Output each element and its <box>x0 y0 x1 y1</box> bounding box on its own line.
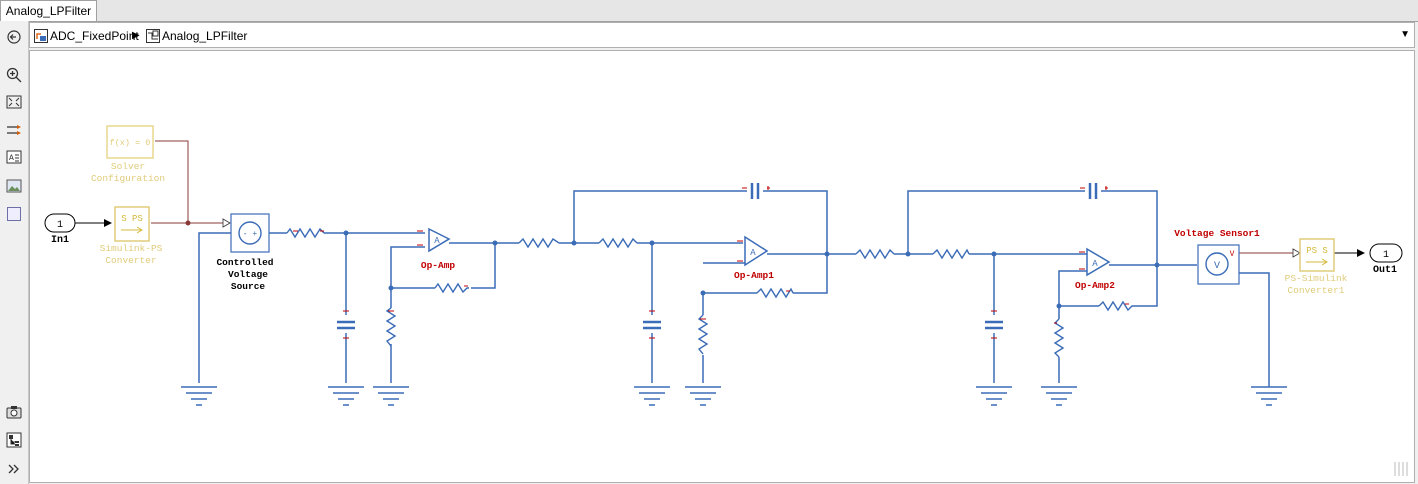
outport-number: 1 <box>1383 250 1389 261</box>
resistor <box>932 248 970 260</box>
voltage-sensor1-block[interactable]: V V Voltage Sensor1 <box>1174 228 1260 285</box>
model-browser-icon[interactable] <box>4 430 24 450</box>
ps-simulink-converter1-block[interactable]: PS S PS-Simulink Converter1 <box>1285 238 1348 296</box>
subsystem-icon <box>146 29 160 43</box>
solver-configuration-block[interactable]: f(x) = 0 Solver Configuration <box>91 125 165 184</box>
op-amp-block[interactable]: A Op-Amp <box>421 227 456 271</box>
ground-icon <box>1251 386 1287 406</box>
sps-block-text: S PS <box>121 214 143 224</box>
resistor <box>286 227 325 239</box>
outport-out1[interactable]: 1 Out1 <box>1369 243 1403 276</box>
tab-analog-lpfilter[interactable]: Analog_LPFilter <box>0 0 97 21</box>
resistor <box>697 314 709 355</box>
capacitor <box>643 320 661 330</box>
inport-in1[interactable]: 1 In1 <box>44 213 76 246</box>
outport-label: Out1 <box>1373 265 1397 276</box>
vsensor-port-label: V <box>1230 250 1235 259</box>
image-icon[interactable] <box>4 176 24 196</box>
breadcrumb-label: ADC_FixedPoint <box>50 29 139 43</box>
back-arrow-icon[interactable] <box>4 27 24 47</box>
resize-grip-icon[interactable] <box>1394 462 1408 476</box>
inport-label: In1 <box>51 235 69 246</box>
capacitors <box>337 183 1098 330</box>
dropdown-arrow-icon[interactable]: ▼ <box>1400 29 1410 40</box>
signal-lines <box>75 219 1365 257</box>
tab-bar: Analog_LPFilter <box>0 0 1418 22</box>
zoom-in-icon[interactable] <box>4 65 24 85</box>
capacitor <box>337 320 355 330</box>
junction-dots <box>343 230 1160 309</box>
ground-icon <box>181 386 217 406</box>
cvs-name-line2: Voltage <box>228 269 268 280</box>
capacitor <box>985 320 1003 330</box>
physical-lines <box>151 140 1293 254</box>
fit-to-view-icon[interactable] <box>4 92 24 112</box>
inport-number: 1 <box>57 220 63 231</box>
resistor <box>1053 318 1065 358</box>
ground-icon <box>373 386 409 406</box>
ground-icon <box>328 386 364 406</box>
resistor <box>518 237 560 249</box>
breadcrumb-item-adc-fixedpoint[interactable]: ADC_FixedPoint <box>34 27 139 45</box>
area-icon[interactable] <box>4 204 24 224</box>
simulink-ps-converter-block[interactable]: S PS Simulink-PS Converter <box>100 206 163 266</box>
expand-icon[interactable] <box>4 459 24 479</box>
annotation-icon[interactable]: A <box>4 147 24 167</box>
sps-name-line1: Simulink-PS <box>100 243 163 254</box>
ground-icon <box>634 386 670 406</box>
voltmeter-glyph: V <box>1214 261 1220 272</box>
op-amp1-block[interactable]: A Op-Amp1 <box>734 235 774 281</box>
solver-block-text: f(x) = 0 <box>110 138 151 148</box>
resistor <box>1098 300 1137 312</box>
solver-name-line2: Configuration <box>91 173 165 184</box>
block-diagram: 1 In1 f(x) = 0 Solver Configuration S PS… <box>44 125 1403 406</box>
opamp2-label: Op-Amp2 <box>1075 280 1115 291</box>
sps-name-line2: Converter <box>105 255 156 266</box>
solver-name-line1: Solver <box>111 161 145 172</box>
resistor <box>855 248 895 260</box>
opamp-label: Op-Amp <box>421 260 456 271</box>
breadcrumb-item-analog-lpfilter[interactable]: Analog_LPFilter <box>146 27 247 45</box>
capacitor <box>750 183 760 199</box>
resistor <box>756 287 794 299</box>
cvs-name-line1: Controlled <box>216 257 273 268</box>
electrical-wires <box>198 190 1270 383</box>
arrow-icon <box>1306 258 1328 266</box>
ground-icon <box>685 386 721 406</box>
opamp-glyph: A <box>434 236 440 246</box>
opamp-glyph: A <box>750 248 756 258</box>
resistors <box>286 227 1137 358</box>
pss-name-line1: PS-Simulink <box>1285 273 1348 284</box>
capacitor <box>1088 183 1098 199</box>
ground-symbols <box>181 386 1287 406</box>
polarity-marks <box>293 186 1129 339</box>
model-icon <box>34 29 48 43</box>
pss-block-text: PS S <box>1306 246 1328 256</box>
signal-hide-icon[interactable] <box>4 120 24 140</box>
svg-text:- +: - + <box>243 230 258 239</box>
opamp-glyph: A <box>1092 259 1098 269</box>
resistor <box>434 282 469 294</box>
diagram-canvas[interactable]: 1 In1 f(x) = 0 Solver Configuration S PS… <box>29 50 1415 483</box>
pss-name-line2: Converter1 <box>1287 285 1344 296</box>
ground-icon <box>1041 386 1077 406</box>
resistor <box>385 307 397 347</box>
resistor <box>598 237 638 249</box>
svg-text:A: A <box>9 154 14 163</box>
camera-icon[interactable] <box>4 402 24 422</box>
left-toolbar: A <box>0 21 29 484</box>
address-bar: ADC_FixedPoint ▶ Analog_LPFilter ▼ <box>29 22 1415 48</box>
arrow-icon <box>121 226 143 234</box>
ground-icon <box>976 386 1012 406</box>
cvs-name-line3: Source <box>231 281 266 292</box>
breadcrumb-separator-icon: ▶ <box>132 30 140 41</box>
breadcrumb-label: Analog_LPFilter <box>162 29 248 43</box>
vsensor-label: Voltage Sensor1 <box>1174 228 1260 239</box>
op-amp2-block[interactable]: A Op-Amp2 <box>1075 247 1115 291</box>
controlled-voltage-source-block[interactable]: - + Controlled Voltage Source <box>216 213 274 292</box>
opamp1-label: Op-Amp1 <box>734 270 774 281</box>
